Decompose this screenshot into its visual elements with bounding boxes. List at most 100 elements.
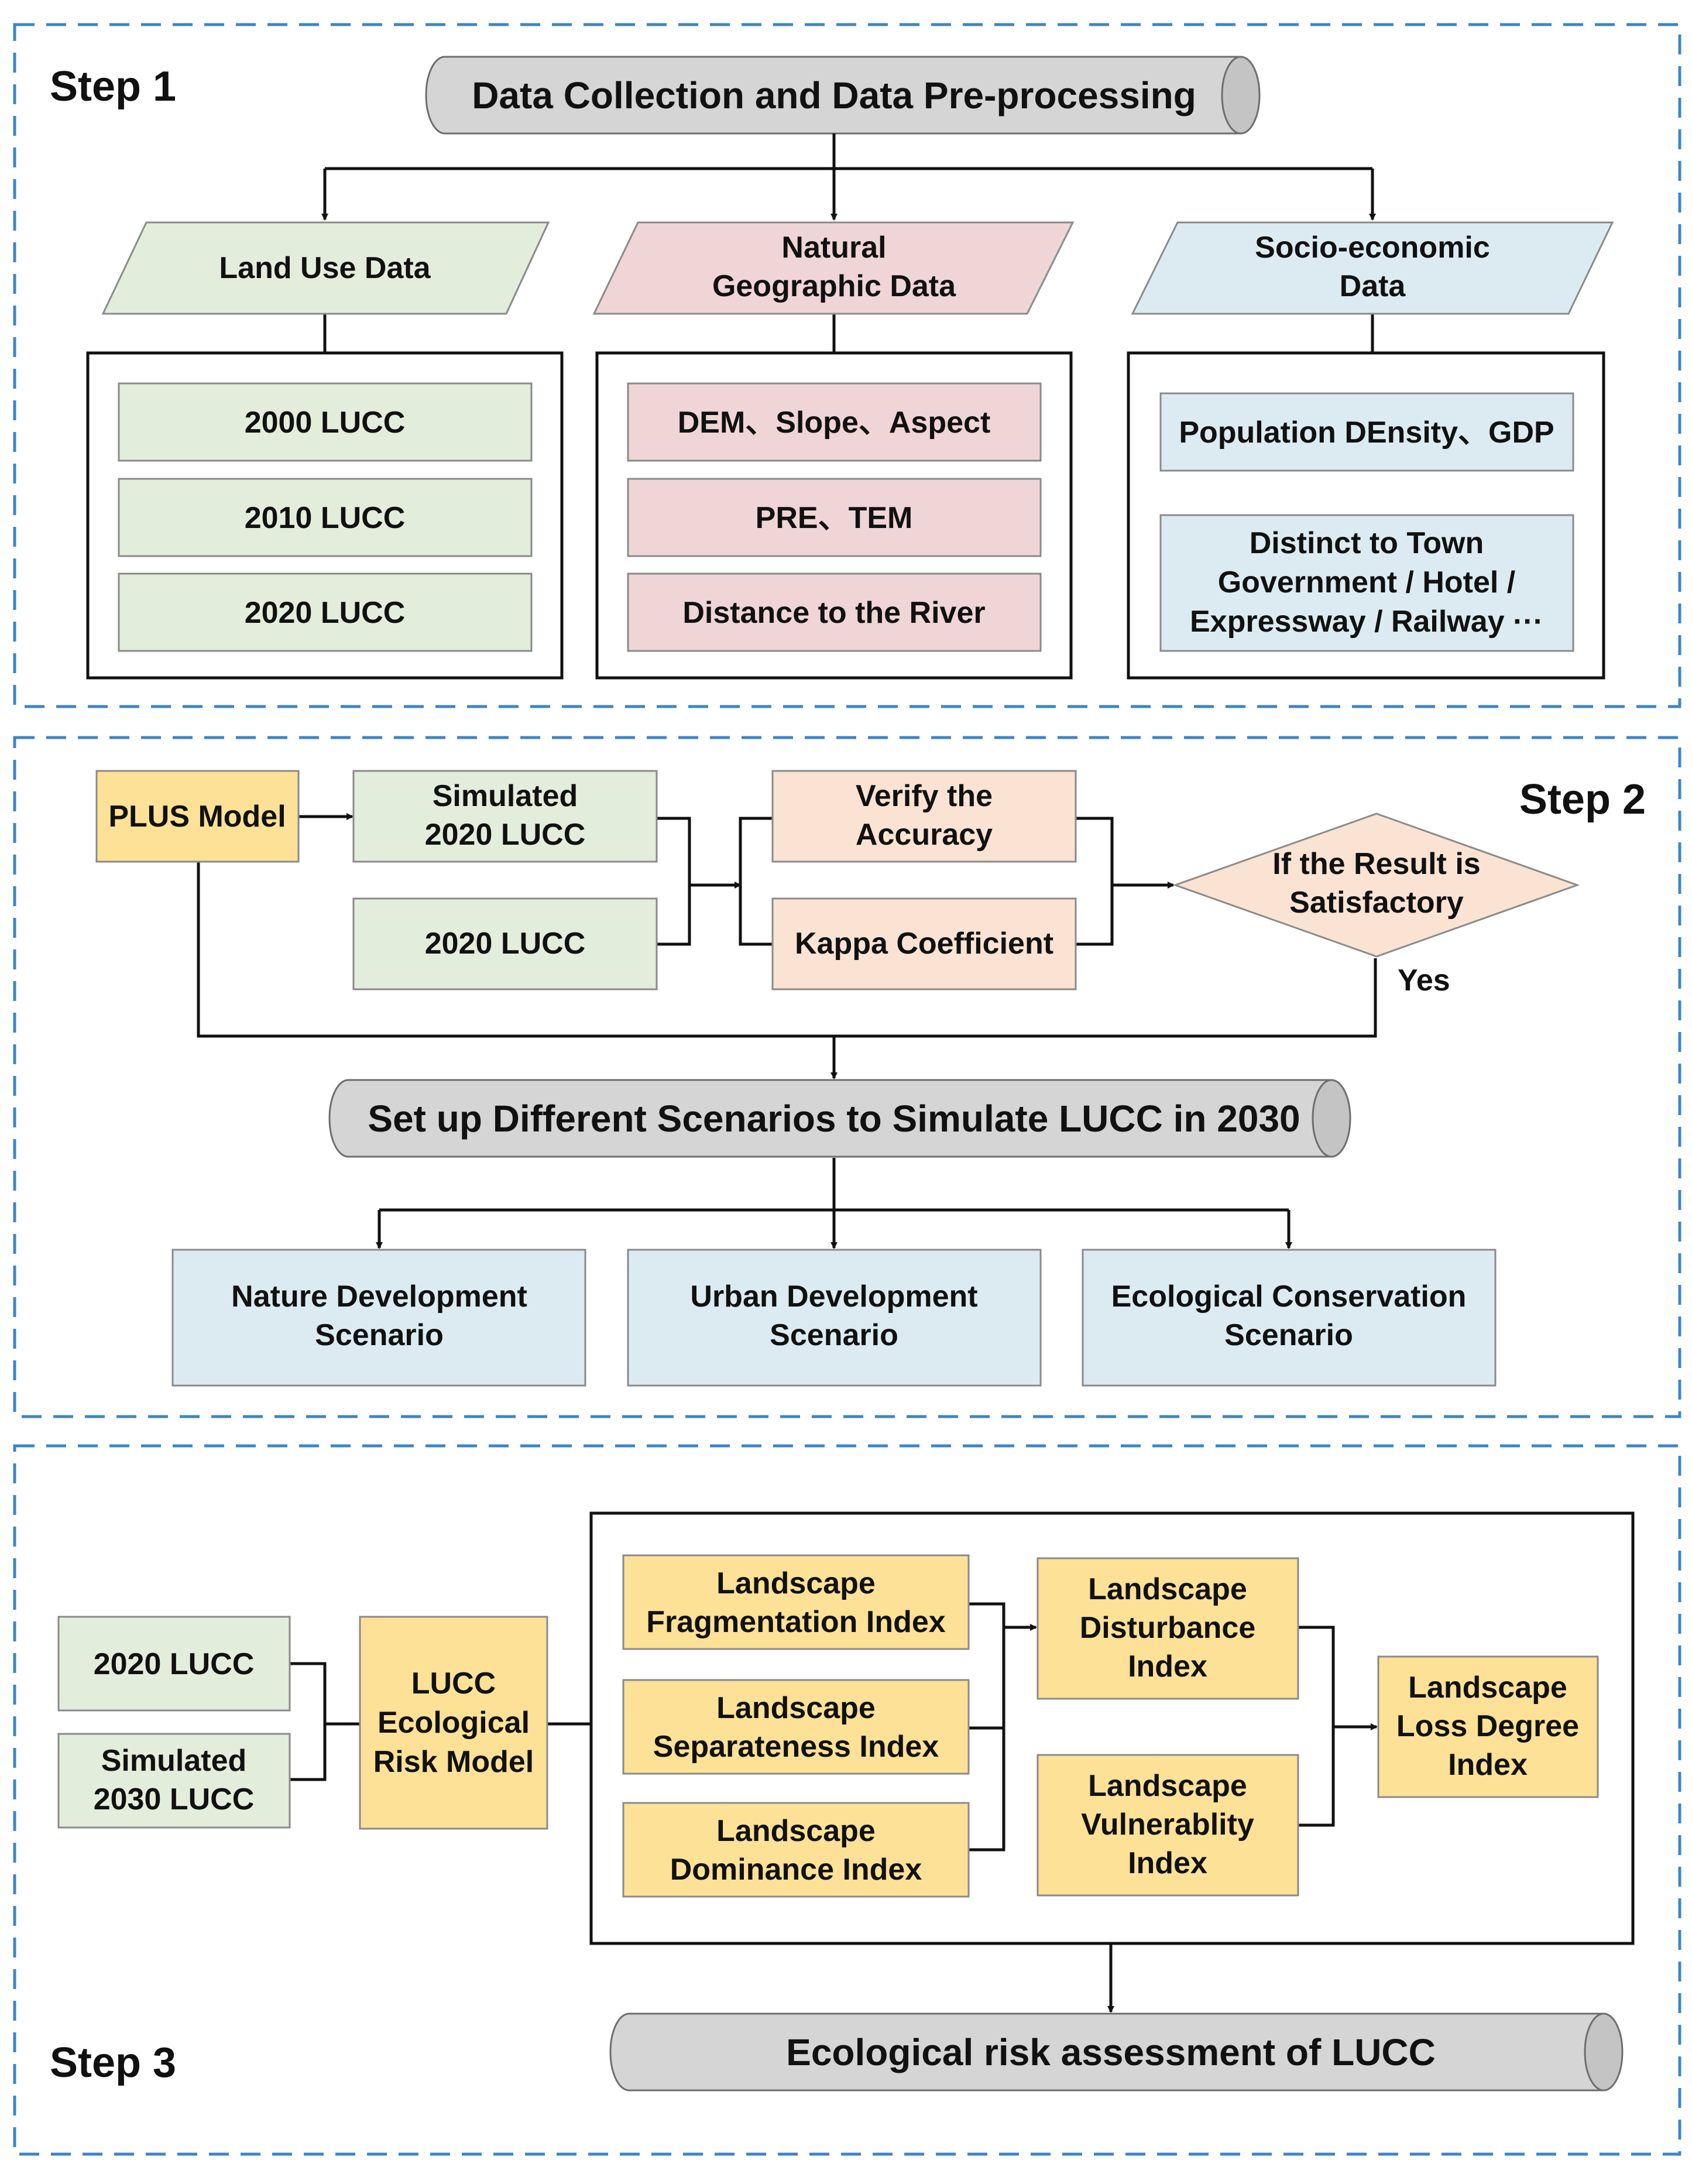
socio-economic-title-line2: Data [1340,269,1406,303]
step2-connectors [197,813,1377,1249]
vulnerability-index-node [1037,1754,1299,1897]
plus-model-label: PLUS Model [108,800,286,834]
socio-economic-title-line1: Socio-economic [1255,231,1490,265]
lucc-2020-compare-node [352,897,658,990]
simulated-2030-line1: Simulated [101,1744,247,1778]
step1-banner: Data Collection and Data Pre-processing [425,56,1261,135]
natural-geographic-title-line1: Natural [781,231,886,265]
fragmentation-index-line2: Fragmentation Index [646,1605,945,1639]
simulated-2030-line2: 2030 LUCC [94,1782,255,1816]
socio-economic-frame [1127,351,1605,680]
svg-text:Socio-economic: Socio-economic [1255,231,1490,265]
distance-town-line2: Government / Hotel / [1218,565,1516,599]
separateness-index-node [622,1679,970,1775]
lucc-2020-node [118,572,533,652]
step3-lucc-2020-label: 2020 LUCC [94,1647,255,1681]
simulated-2030-node [57,1733,291,1829]
vulnerability-index-line2: Vulnerablity [1081,1808,1254,1842]
step2-section: Step 2 PLUS Model Simulated 2020 LUCC 20… [13,736,1681,1418]
risk-model-line3: Risk Model [373,1745,534,1779]
fragmentation-index-node [622,1554,970,1650]
conservation-scenario-line2: Scenario [1224,1318,1353,1352]
socio-economic-node [1131,221,1614,315]
step2-banner: Set up Different Scenarios to Simulate L… [328,1079,1351,1158]
land-use-data-title: Land Use Data [219,251,431,285]
simulated-2020-node [352,770,658,863]
loss-degree-index-line1: Landscape [1408,1671,1567,1705]
distance-town-line1: Distinct to Town [1250,526,1484,560]
separateness-index-line2: Separateness Index [653,1730,939,1764]
vulnerability-index-line3: Index [1128,1846,1207,1880]
step3-banner: Ecological risk assessment of LUCC [609,2012,1624,2092]
urban-scenario-node [627,1249,1042,1387]
natural-geographic-node [592,221,1075,315]
urban-scenario-line1: Urban Development [690,1280,977,1314]
step1-label: Step 1 [50,63,176,110]
natural-geographic-frame [595,351,1073,680]
nature-scenario-line2: Scenario [315,1318,444,1352]
kappa-node [771,897,1077,990]
verify-accuracy-node [771,770,1077,863]
simulated-2020-line1: Simulated [433,779,578,813]
yes-label: Yes [1398,964,1450,997]
verify-accuracy-line2: Accuracy [856,818,993,852]
dominance-index-line1: Landscape [716,1814,876,1848]
dominance-index-line2: Dominance Index [670,1853,922,1887]
natural-geographic-title-line2: Geographic Data [712,269,956,303]
svg-text:Geographic Data: Geographic Data [712,269,956,303]
step3-section: Step 3 2020 LUCC Simulated 2030 LUCC LUC… [13,1444,1681,2156]
step3-border [13,1444,1681,2156]
svg-text:Data: Data [1340,269,1406,303]
risk-model-line1: LUCC [411,1667,496,1700]
disturbance-index-line2: Disturbance [1080,1611,1256,1645]
svg-text:Natural: Natural [781,231,886,265]
urban-scenario-line2: Scenario [770,1318,898,1352]
distance-town-node [1159,514,1574,652]
land-use-data-category: Land Use Data 2000 LUCC 2010 LUCC 2020 L… [86,221,564,680]
loss-degree-index-line2: Loss Degree [1396,1709,1579,1743]
step3-label: Step 3 [50,2039,176,2086]
step2-label: Step 2 [1519,776,1646,823]
population-gdp-label: Population DEnsity、GDP [1179,416,1554,450]
distance-river-node [627,572,1042,652]
step1-border [13,23,1681,708]
lucc-2010-label: 2010 LUCC [245,501,406,535]
step1-banner-text: Data Collection and Data Pre-processing [472,74,1196,116]
disturbance-index-line3: Index [1128,1650,1207,1684]
vulnerability-index-line1: Landscape [1088,1769,1247,1803]
loss-degree-index-node [1377,1655,1599,1798]
simulated-2020-line2: 2020 LUCC [425,818,586,852]
verify-accuracy-line1: Verify the [856,779,993,813]
population-gdp-node [1159,392,1574,472]
pre-tem-node [627,478,1042,557]
socio-economic-category: Socio-economic Data Population DEnsity、G… [1127,221,1614,680]
natural-geographic-category: Natural Geographic Data DEM、Slope、Aspect… [592,221,1075,680]
dem-slope-aspect-label: DEM、Slope、Aspect [678,406,991,440]
svg-text:Land Use Data: Land Use Data [219,251,431,285]
lucc-2020-label: 2020 LUCC [245,596,406,630]
separateness-index-line1: Landscape [716,1691,876,1725]
conservation-scenario-line1: Ecological Conservation [1111,1280,1467,1314]
dem-slope-aspect-node [627,382,1042,462]
pre-tem-label: PRE、TEM [756,501,913,535]
plus-model-node [95,770,300,863]
step3-banner-text: Ecological risk assessment of LUCC [786,2031,1436,2073]
dominance-index-node [622,1802,970,1898]
fragmentation-index-line1: Landscape [716,1566,876,1600]
land-use-data-node [101,221,550,315]
step3-connectors [290,1602,1378,2013]
risk-model-line2: Ecological [377,1706,530,1740]
land-use-data-frame [86,351,564,680]
lucc-2010-node [118,478,533,557]
conservation-scenario-node [1082,1249,1497,1387]
nature-scenario-node [171,1249,586,1387]
decision-line1: If the Result is [1272,847,1480,881]
disturbance-index-node [1037,1557,1299,1700]
loss-degree-index-line3: Index [1448,1748,1528,1782]
risk-model-node [359,1616,548,1830]
disturbance-index-line1: Landscape [1088,1572,1247,1606]
step2-border [13,736,1681,1418]
nature-scenario-line1: Nature Development [231,1280,527,1314]
lucc-2020-compare-label: 2020 LUCC [425,927,586,961]
